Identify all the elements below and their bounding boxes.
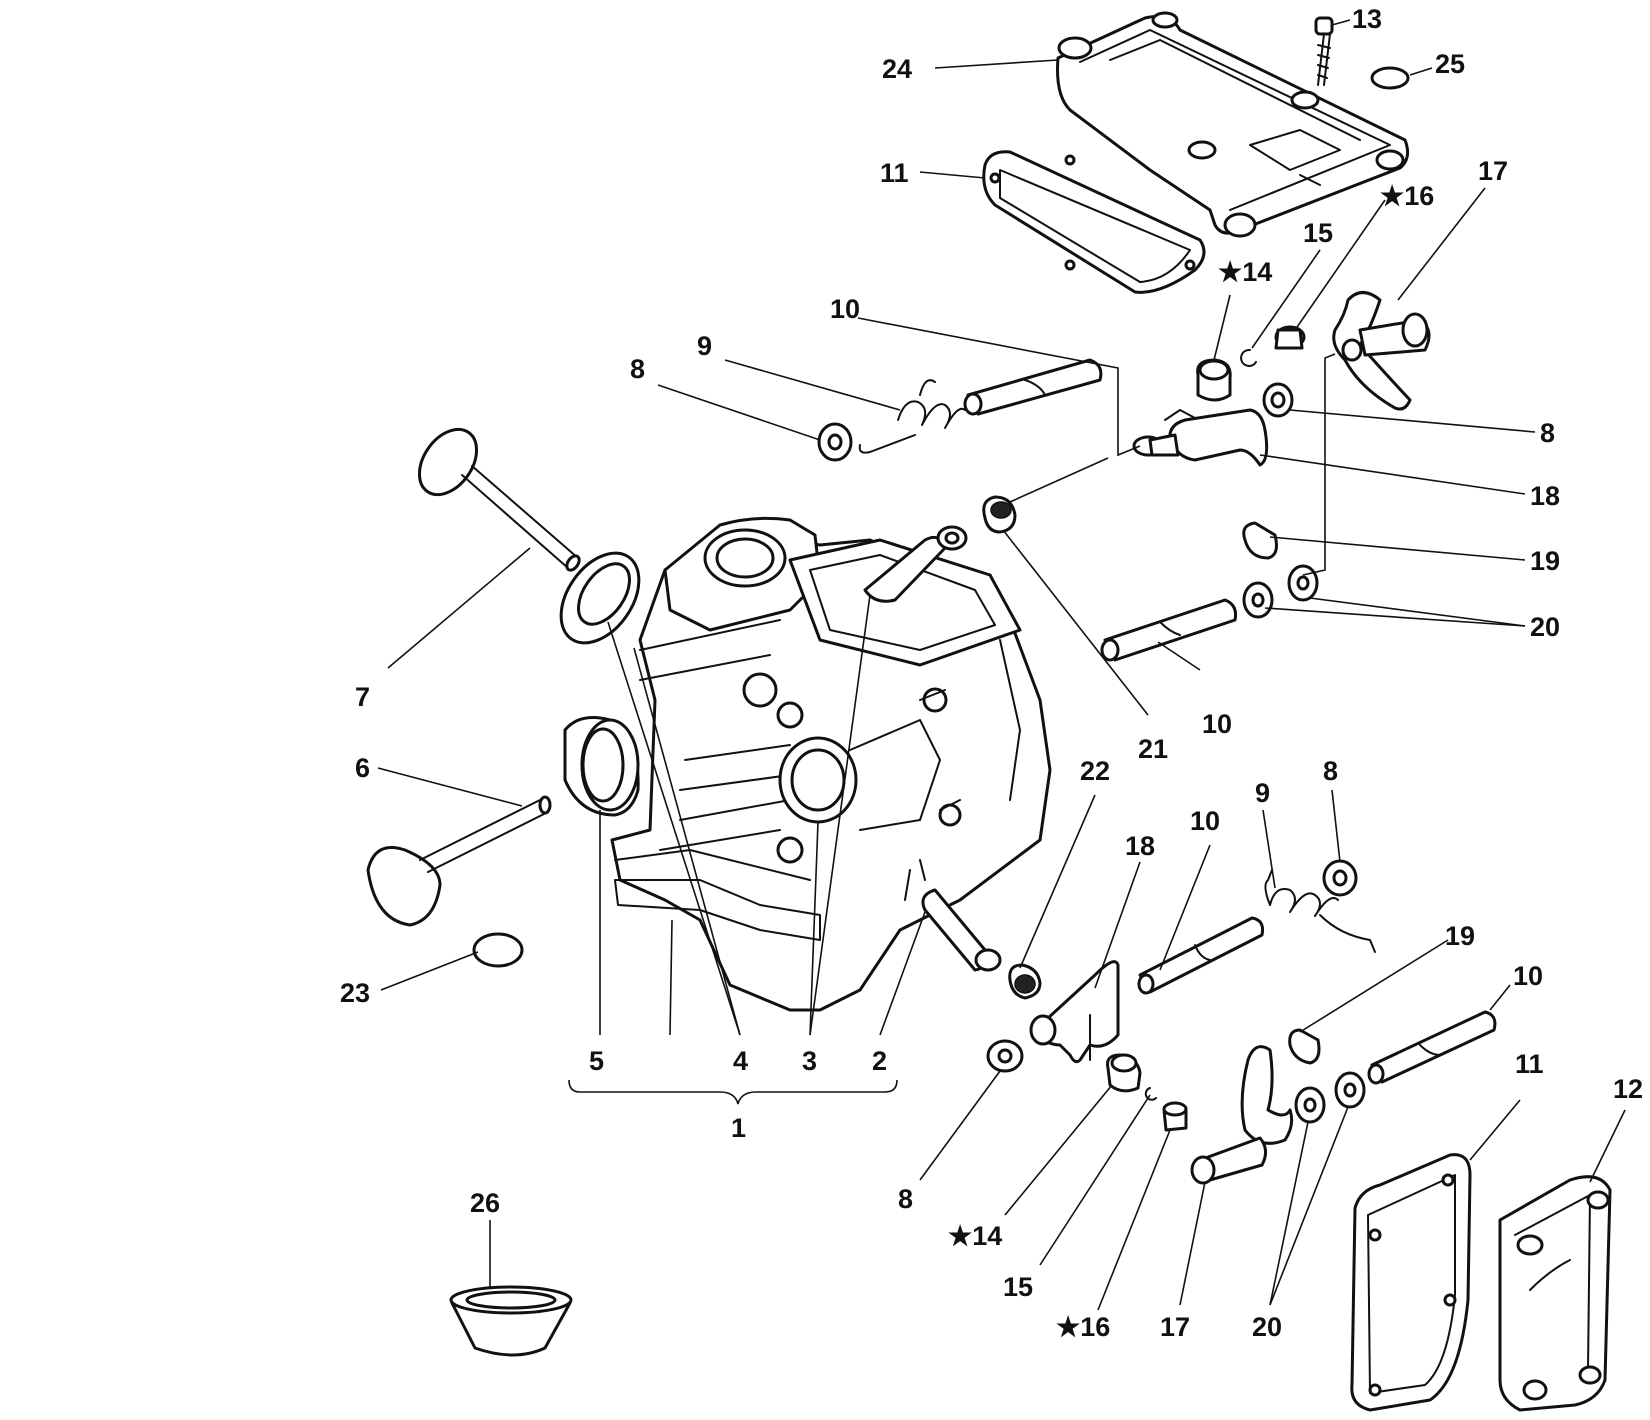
circlip-bottom — [1144, 1087, 1157, 1101]
bushing-top — [1274, 325, 1306, 350]
rocker-arm-top-right — [1332, 291, 1431, 411]
callout-2: 2 — [872, 1046, 887, 1076]
callout-18-top: 18 — [1530, 481, 1560, 511]
callout-16-bottom: ★16 — [1056, 1312, 1110, 1342]
callout-10-bottom-middle: 10 — [1190, 806, 1220, 836]
callout-10-bottom-right: 10 — [1513, 961, 1543, 991]
callout-14-bottom: ★14 — [948, 1221, 1002, 1251]
callout-16-top: ★16 — [1380, 181, 1434, 211]
callout-21: 21 — [1138, 734, 1168, 764]
intake-valve — [417, 427, 581, 572]
valve-guide-lower — [921, 888, 1002, 972]
rocker-shaft-bottom-middle — [1137, 916, 1264, 995]
callout-17-top: 17 — [1478, 156, 1508, 186]
washer-top-right — [1262, 382, 1294, 418]
valve-stem-seal-upper — [982, 495, 1017, 534]
callout-15-top: 15 — [1303, 218, 1333, 248]
callout-8-top-right: 8 — [1540, 418, 1555, 448]
callout-7: 7 — [355, 682, 370, 712]
valve-seat-large — [563, 716, 640, 817]
callout-11-bottom: 11 — [1515, 1049, 1544, 1079]
callout-17-bottom: 17 — [1160, 1312, 1190, 1342]
callout-12: 12 — [1613, 1074, 1643, 1104]
callout-9-bottom: 9 — [1255, 778, 1270, 808]
callout-3: 3 — [802, 1046, 817, 1076]
callout-25: 25 — [1435, 49, 1465, 79]
callout-19-bottom: 19 — [1445, 921, 1475, 951]
valve-cover-bottom — [1498, 1175, 1612, 1412]
callout-19-top: 19 — [1530, 546, 1560, 576]
callout-23: 23 — [340, 978, 370, 1008]
valve-stem-seal-lower — [1008, 963, 1042, 1000]
callout-24: 24 — [882, 54, 912, 84]
callout-10-middle: 10 — [1202, 709, 1232, 739]
washer-bottom-right — [1322, 859, 1358, 897]
callout-4: 4 — [733, 1046, 748, 1076]
callout-1: 1 — [731, 1113, 746, 1143]
callout-14-top: ★14 — [1218, 257, 1272, 287]
shims-bottom — [1294, 1071, 1366, 1124]
callout-15-bottom: 15 — [1003, 1272, 1033, 1302]
valve-guide-upper — [863, 525, 968, 603]
callout-20-top: 20 — [1530, 612, 1560, 642]
sleeve-top — [1196, 358, 1232, 402]
cup — [449, 1285, 573, 1357]
sleeve-bottom — [1106, 1053, 1142, 1093]
spring-clip-top — [1242, 521, 1278, 560]
callout-10-top: 10 — [830, 294, 860, 324]
circlip-top — [1240, 348, 1257, 367]
spring-clip-bottom — [1288, 1028, 1321, 1065]
leader-lines — [377, 19, 1626, 1311]
callout-22: 22 — [1080, 756, 1110, 786]
washer-bottom-left — [986, 1039, 1024, 1073]
callout-9-top: 9 — [697, 331, 712, 361]
callout-13: 13 — [1352, 4, 1382, 34]
callout-8-top-left: 8 — [630, 354, 645, 384]
callout-8-bottom-left: 8 — [898, 1184, 913, 1214]
rocker-shaft-bottom-right — [1367, 1010, 1497, 1085]
callouts: 13 24 25 11 17 ★16 15 ★14 10 9 8 8 18 19… — [340, 4, 1643, 1342]
rocker-arm-top-left — [1132, 408, 1269, 467]
callout-20-bottom: 20 — [1252, 1312, 1282, 1342]
rocker-arm-bottom-left — [1029, 960, 1120, 1064]
valve-cover-top — [1056, 11, 1410, 238]
cylinder-head — [610, 516, 1052, 1012]
rocker-arm-bottom-right — [1190, 1045, 1294, 1185]
exhaust-valve — [366, 795, 552, 927]
valve-seat-small — [559, 551, 641, 645]
callout-18-bottom: 18 — [1125, 831, 1155, 861]
rocker-shaft-middle — [1100, 598, 1237, 662]
callout-5: 5 — [589, 1046, 604, 1076]
valve-cover-gasket-bottom — [1350, 1153, 1472, 1412]
valve-cover-gasket-top — [982, 150, 1206, 294]
plug — [1370, 66, 1410, 90]
callout-11-top: 11 — [880, 158, 909, 188]
callout-26: 26 — [470, 1188, 500, 1218]
callout-6: 6 — [355, 753, 370, 783]
plug-left — [472, 932, 524, 968]
rocker-spring-top — [858, 379, 966, 454]
bushing-bottom — [1162, 1101, 1188, 1132]
rocker-spring-bottom — [1264, 869, 1376, 953]
callout-8-bottom-right: 8 — [1323, 756, 1338, 786]
shims-top — [1242, 564, 1319, 619]
rocker-shaft-top — [963, 358, 1103, 416]
cap-screw — [1314, 16, 1334, 86]
washer-top-left — [817, 422, 853, 462]
